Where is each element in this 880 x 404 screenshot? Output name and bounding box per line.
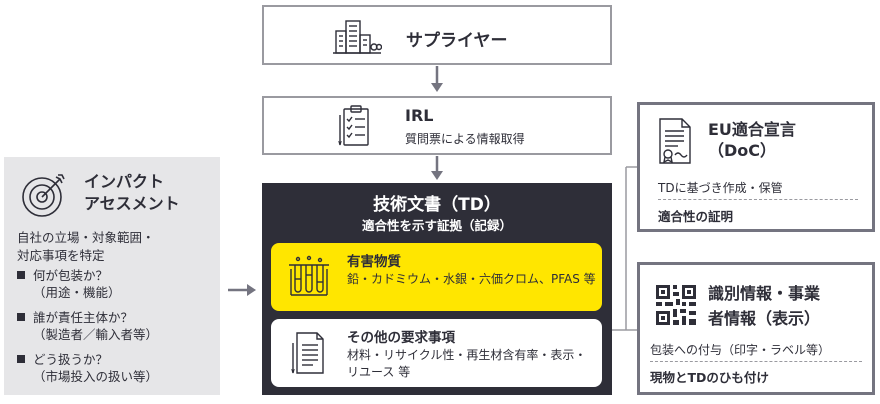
impact-item: 何が包装か？ （用途・機能） (17, 267, 121, 301)
bullet-square-icon (17, 313, 25, 321)
eu-doc-box: EU適合宣言 （DoC） TDに基づき作成・保管 適合性の証明 (637, 102, 875, 232)
impact-assessment-box: インパクト アセスメント 自社の立場・対象範囲・ 対応事項を特定 何が包装か？ … (4, 157, 220, 395)
other-body: 材料・リサイクル性・再生材含有率・表示・リユース 等 (347, 348, 587, 379)
td-subtitle: 適合性を示す証拠（記録） (361, 218, 512, 233)
hazardous-substances-card: 有害物質 鉛・カドミウム・水銀・六価クロム、PFAS 等 (271, 243, 602, 311)
supplier-box: サプライヤー (262, 5, 612, 65)
certificate-icon (656, 117, 694, 165)
doc-title: EU適合宣言 （DoC） (708, 119, 796, 161)
hazard-heading: 有害物質 (347, 254, 401, 270)
hazard-body: 鉛・カドミウム・水銀・六価クロム、PFAS 等 (347, 272, 596, 286)
other-heading: その他の要求事項 (347, 330, 455, 346)
impact-item-question: どう扱うか？ (33, 352, 109, 367)
arrow-irl-td-head (431, 171, 443, 180)
idinfo-title-line1: 識別情報・事業 (708, 284, 821, 303)
impact-item: 誰が責任主体か？ （製造者／輸入者等） (17, 309, 158, 343)
identification-info-box: 識別情報・事業 者情報（表示） 包装への付与（印字・ラベル等） 現物とTDのひも… (637, 262, 875, 395)
irl-subtitle: 質問票による情報取得 (405, 132, 525, 146)
technical-documentation-box: 技術文書（TD） 適合性を示す証拠（記録） 有害物質 鉛・カドミウム・水銀・六価… (262, 183, 612, 395)
qr-code-icon (656, 285, 696, 325)
doc-description: TDに基づき作成・保管 (658, 181, 783, 195)
target-icon (20, 171, 68, 219)
td-title: 技術文書（TD） (373, 195, 501, 215)
bullet-square-icon (17, 355, 25, 363)
impact-title-line2: アセスメント (84, 194, 180, 213)
document-icon (291, 331, 329, 375)
impact-description: 自社の立場・対象範囲・ 対応事項を特定 (17, 229, 155, 265)
impact-title: インパクト アセスメント (84, 171, 180, 215)
irl-title: IRL (405, 106, 434, 125)
clipboard-checklist-icon (338, 105, 374, 149)
idinfo-title-line2: 者情報（表示） (708, 309, 821, 328)
impact-desc-line1: 自社の立場・対象範囲・ (17, 230, 155, 245)
impact-item-answer: （市場投入の扱い等） (33, 369, 159, 384)
impact-title-line1: インパクト (84, 172, 165, 191)
impact-item-answer: （製造者／輸入者等） (33, 327, 159, 342)
supplier-title: サプライヤー (406, 31, 508, 51)
divider (658, 199, 858, 200)
bracket-td-outputs (612, 166, 637, 331)
idinfo-description: 包装への付与（印字・ラベル等） (650, 343, 831, 357)
doc-purpose: 適合性の証明 (658, 209, 734, 224)
idinfo-title: 識別情報・事業 者情報（表示） (708, 281, 820, 331)
doc-title-line1: EU適合宣言 (708, 120, 796, 139)
impact-item-question: 何が包装か？ (33, 268, 109, 283)
divider (650, 361, 862, 362)
arrow-impact-td-head (247, 284, 256, 296)
test-tubes-icon (287, 255, 331, 299)
irl-box: IRL 質問票による情報取得 (262, 96, 612, 155)
building-icon (332, 17, 382, 55)
impact-item-question: 誰が責任主体か？ (33, 310, 134, 325)
impact-item: どう扱うか？ （市場投入の扱い等） (17, 351, 158, 385)
doc-title-line2: （DoC） (708, 141, 777, 160)
arrow-supplier-irl-head (431, 83, 443, 92)
impact-item-answer: （用途・機能） (33, 285, 121, 300)
impact-desc-line2: 対応事項を特定 (17, 248, 105, 263)
other-requirements-card: その他の要求事項 材料・リサイクル性・再生材含有率・表示・リユース 等 (271, 319, 602, 387)
idinfo-purpose: 現物とTDのひも付け (650, 370, 769, 385)
bullet-square-icon (17, 271, 25, 279)
